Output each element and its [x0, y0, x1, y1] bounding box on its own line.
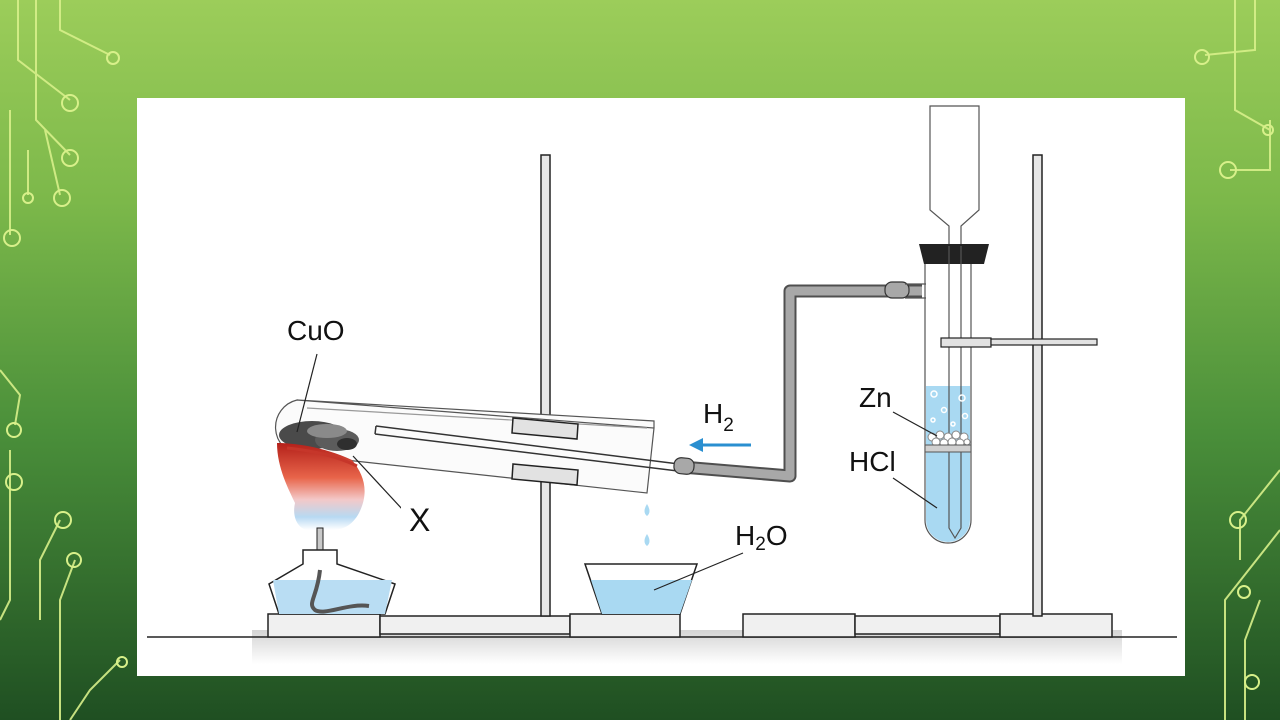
- stand-base-right: [999, 613, 1113, 638]
- tube-clamp: [940, 337, 992, 348]
- label-hcl: HCl: [849, 446, 896, 477]
- label-cuo: CuO: [287, 315, 345, 346]
- rubber-stopper: [919, 244, 989, 264]
- stand-base-left: [569, 613, 681, 638]
- burner-flame: [277, 443, 365, 530]
- cuo-solid: [279, 421, 359, 451]
- label-x: X: [401, 502, 439, 538]
- label-h2-sub: 2: [723, 415, 734, 436]
- label-h2o: H2O: [735, 520, 788, 555]
- stand-rod-left: [540, 154, 551, 617]
- apparatus-drawing: [147, 105, 1177, 664]
- funnel: [929, 105, 980, 247]
- label-zn: Zn: [859, 382, 892, 413]
- label-h2: H2: [703, 398, 734, 436]
- label-h2o-sub: 2: [755, 534, 766, 555]
- label-h2o-main1: H: [735, 520, 756, 551]
- clamp-lower: [511, 463, 579, 486]
- label-h2-main: H: [703, 398, 724, 429]
- diagram-panel: CuO X H2 H2O Zn HCl: [137, 98, 1185, 676]
- label-h2o-main2: O: [765, 520, 788, 551]
- inner-tube: [374, 425, 688, 473]
- clamp-upper: [511, 417, 579, 440]
- burner-base: [267, 613, 381, 638]
- stand-rod-right: [1032, 154, 1043, 617]
